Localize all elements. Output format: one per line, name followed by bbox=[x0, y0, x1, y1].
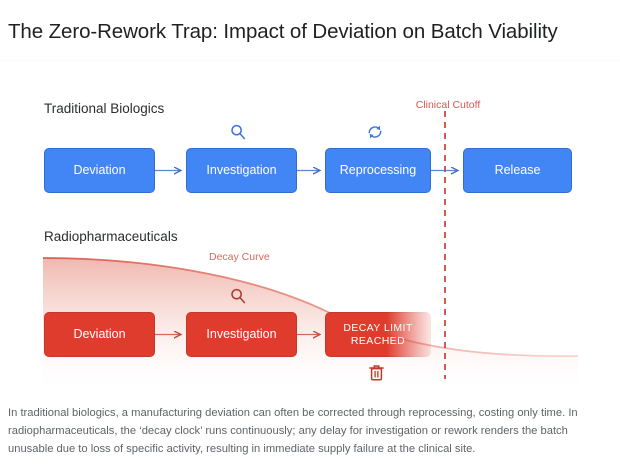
search-icon bbox=[229, 287, 247, 305]
section-label-traditional-biologics: Traditional Biologics bbox=[44, 101, 165, 116]
diagram-canvas: Traditional Biologics Radiopharmaceutica… bbox=[0, 61, 620, 393]
process-node-decay-limit-reached[interactable]: DECAY LIMIT REACHED bbox=[325, 312, 431, 357]
header-divider bbox=[0, 60, 620, 61]
process-node-investigation-traditional[interactable]: Investigation bbox=[186, 148, 297, 193]
node-label: Deviation bbox=[73, 327, 126, 342]
trash-icon bbox=[369, 364, 384, 381]
refresh-icon bbox=[366, 123, 384, 141]
node-label: Reprocessing bbox=[339, 163, 417, 178]
node-label: Investigation bbox=[206, 327, 277, 342]
decay-curve-label: Decay Curve bbox=[209, 251, 270, 263]
node-label: DECAY LIMIT REACHED bbox=[343, 322, 413, 347]
node-label: Deviation bbox=[73, 163, 126, 178]
process-node-investigation-radio[interactable]: Investigation bbox=[186, 312, 297, 357]
section-label-radiopharmaceuticals: Radiopharmaceuticals bbox=[44, 229, 178, 244]
node-label: Release bbox=[494, 163, 541, 178]
search-icon bbox=[229, 123, 247, 141]
clinical-cutoff-label: Clinical Cutoff bbox=[415, 99, 481, 111]
node-label: Investigation bbox=[206, 163, 277, 178]
page-title: The Zero-Rework Trap: Impact of Deviatio… bbox=[8, 20, 558, 43]
process-node-deviation-radio[interactable]: Deviation bbox=[44, 312, 155, 357]
process-node-deviation-traditional[interactable]: Deviation bbox=[44, 148, 155, 193]
caption-text: In traditional biologics, a manufacturin… bbox=[8, 407, 578, 456]
process-node-reprocessing-traditional[interactable]: Reprocessing bbox=[325, 148, 431, 193]
process-node-release-traditional[interactable]: Release bbox=[463, 148, 572, 193]
